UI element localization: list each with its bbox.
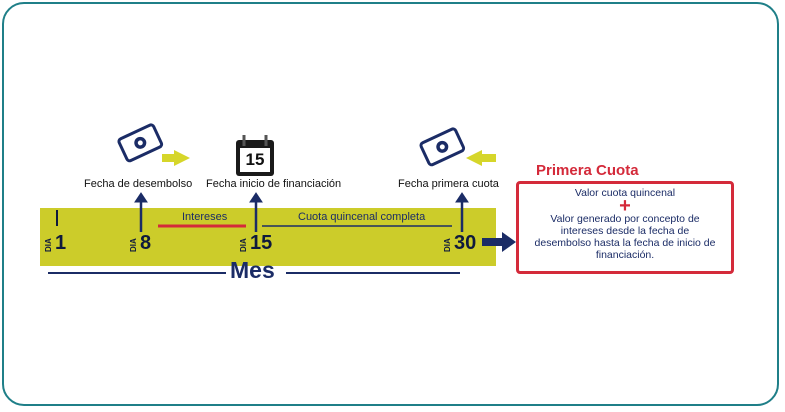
day-prefix: DIA bbox=[129, 238, 138, 252]
label-first-payment: Fecha primera cuota bbox=[398, 178, 499, 190]
calendar-day-number: 15 bbox=[245, 150, 265, 169]
day-prefix: DIA bbox=[239, 238, 248, 252]
money-hand-icon bbox=[419, 127, 466, 167]
label-disbursement: Fecha de desembolso bbox=[84, 178, 193, 190]
arrow-up-day8 bbox=[134, 192, 148, 232]
arrow-right-icon bbox=[482, 232, 516, 252]
day-1: 1 bbox=[55, 232, 67, 254]
label-interest: Intereses bbox=[182, 211, 228, 223]
box-line-3: intereses desde la fecha de bbox=[560, 225, 690, 237]
box-line-4: desembolso hasta la fecha de inicio de bbox=[534, 237, 716, 249]
arrow-left-icon bbox=[466, 150, 496, 166]
arrow-up-day30 bbox=[455, 192, 469, 232]
box-line-5: financiación. bbox=[595, 249, 655, 261]
calendar-icon bbox=[236, 135, 274, 176]
label-financing-start: Fecha inicio de financiación bbox=[206, 178, 342, 190]
arrow-up-day15 bbox=[249, 192, 263, 232]
day-prefix: DIA bbox=[44, 238, 53, 252]
day-15: 15 bbox=[250, 232, 273, 254]
box-line-installment: Valor cuota quincenal bbox=[574, 187, 676, 199]
arrow-right-icon bbox=[162, 150, 190, 166]
first-payment-box: Valor cuota quincenal + Valor generado p… bbox=[516, 181, 734, 274]
day-prefix: DIA bbox=[443, 238, 452, 252]
label-full-installment: Cuota quincenal completa bbox=[298, 211, 426, 223]
box-line-2: Valor generado por concepto de bbox=[550, 213, 700, 225]
month-label: Mes bbox=[230, 257, 275, 283]
money-hand-icon bbox=[117, 123, 164, 163]
first-payment-title: Primera Cuota bbox=[536, 162, 639, 179]
timeline-band bbox=[40, 208, 496, 266]
plus-sign: + bbox=[619, 195, 631, 217]
day-30: 30 bbox=[454, 232, 477, 254]
day-8: 8 bbox=[140, 232, 152, 254]
